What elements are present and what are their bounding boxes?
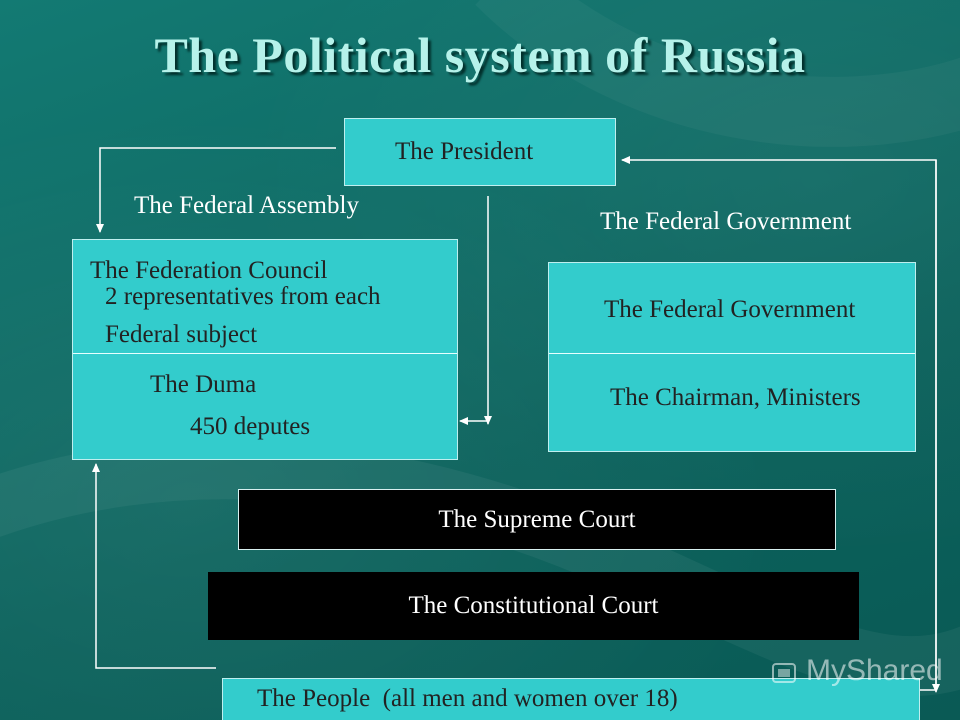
federal-government-box: The Federal Government The Chairman, Min…: [548, 262, 916, 452]
president-label: The President: [395, 138, 534, 165]
watermark-text: MyShared: [806, 654, 943, 687]
duma-count: 450 deputes: [190, 413, 311, 440]
supreme-court-box: The Supreme Court: [238, 489, 836, 550]
government-box-top: The Federal Government: [604, 296, 856, 323]
assembly-divider: [73, 353, 457, 354]
arrow-people-to-assembly: [92, 463, 216, 669]
federal-assembly-label: The Federal Assembly: [134, 192, 359, 219]
slide-title: The Political system of Russia: [154, 27, 806, 83]
federal-assembly-box: The Federation Council 2 representatives…: [72, 239, 458, 460]
people-label: The People (all men and women over 18): [257, 685, 678, 712]
constitutional-court-label: The Constitutional Court: [408, 592, 659, 619]
duma-name: The Duma: [150, 371, 257, 398]
constitutional-court-box: The Constitutional Court: [208, 572, 859, 640]
federation-council-line1: 2 representatives from each: [105, 283, 381, 310]
arrow-president-to-council: [96, 147, 336, 233]
federation-council-name: The Federation Council: [90, 257, 328, 284]
government-divider: [549, 353, 915, 354]
people-box: The People (all men and women over 18): [222, 678, 920, 720]
federation-council-line2: Federal subject: [105, 321, 258, 348]
supreme-court-label: The Supreme Court: [438, 506, 636, 533]
government-box-bottom: The Chairman, Ministers: [610, 384, 861, 411]
president-box: The President: [344, 118, 616, 186]
watermark-icon: [772, 663, 796, 683]
federal-government-label: The Federal Government: [600, 208, 852, 235]
